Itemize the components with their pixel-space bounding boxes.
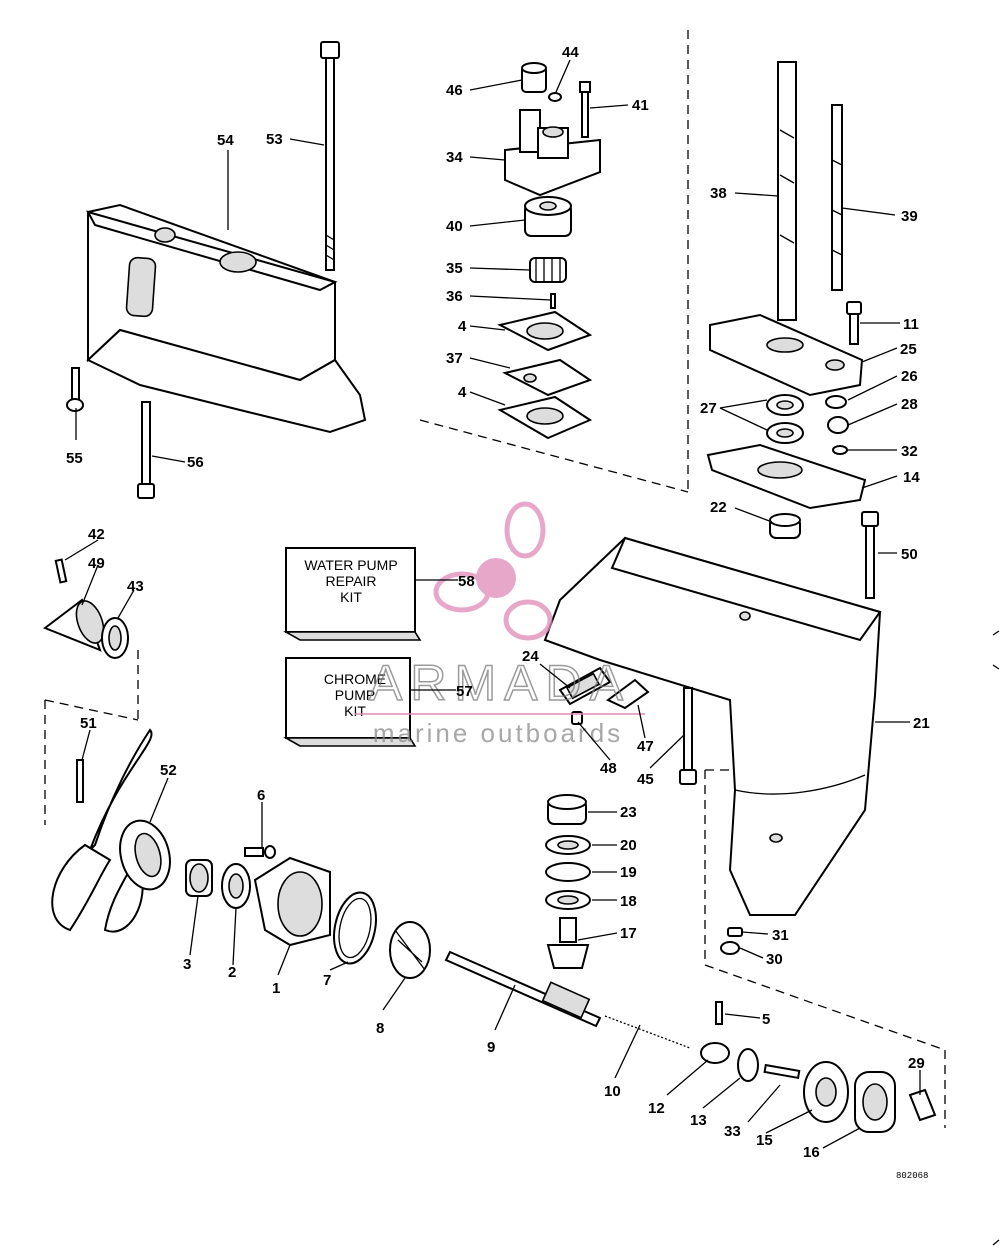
water-pump-stack <box>497 62 601 440</box>
label-19: 19 <box>620 864 637 881</box>
label-37: 37 <box>446 350 463 367</box>
label-36: 36 <box>446 288 463 305</box>
water-pump-repair-kit-box: WATER PUMP REPAIR KIT <box>282 547 422 641</box>
label-44: 44 <box>562 44 579 61</box>
watermark-tagline: marine outboards <box>373 718 623 748</box>
label-48: 48 <box>600 760 617 777</box>
diagram-code: 802068 <box>896 1171 928 1181</box>
label-46: 46 <box>446 82 463 99</box>
bolt-45 <box>679 687 697 785</box>
label-6: 6 <box>257 787 265 804</box>
label-12: 12 <box>648 1100 665 1117</box>
chrome-pump-kit-line-2: PUMP <box>335 687 375 703</box>
label-21: 21 <box>913 715 930 732</box>
label-14: 14 <box>903 469 920 486</box>
label-45: 45 <box>637 771 654 788</box>
label-47: 47 <box>637 738 654 755</box>
label-25: 25 <box>900 341 917 358</box>
label-43: 43 <box>127 578 144 595</box>
label-9: 9 <box>487 1039 495 1056</box>
label-26: 26 <box>901 368 918 385</box>
chrome-pump-kit-box: CHROME PUMP KIT <box>282 657 417 747</box>
propeller-hardware <box>42 558 171 933</box>
pinion-stack <box>545 794 591 969</box>
label-56: 56 <box>187 454 204 471</box>
screw-55 <box>66 367 84 412</box>
label-58: 58 <box>458 573 475 590</box>
drain-screws <box>720 927 743 955</box>
chrome-pump-kit-line-1: CHROME <box>324 671 386 687</box>
drive-shaft-assembly <box>706 61 879 599</box>
label-10: 10 <box>604 1083 621 1100</box>
exhaust-housing <box>85 203 367 434</box>
edge-marks <box>992 630 1000 1246</box>
label-1: 1 <box>272 980 280 997</box>
label-54: 54 <box>217 132 234 149</box>
label-18: 18 <box>620 893 637 910</box>
label-31: 31 <box>772 927 789 944</box>
label-51: 51 <box>80 715 97 732</box>
bolt-56 <box>137 401 155 499</box>
label-11: 11 <box>903 316 919 333</box>
label-24: 24 <box>522 648 539 665</box>
label-17: 17 <box>620 925 637 942</box>
label-20: 20 <box>620 837 637 854</box>
part-labels: 53 54 55 56 46 44 41 34 40 35 36 4 37 4 … <box>66 44 930 1181</box>
water-pump-kit-line-3: KIT <box>340 589 362 605</box>
label-34: 34 <box>446 149 463 166</box>
label-39: 39 <box>901 208 918 225</box>
shift-linkage <box>558 666 650 725</box>
bolt-53 <box>320 41 340 271</box>
chrome-pump-kit-line-3: KIT <box>344 703 366 719</box>
watermark-brand: ARMADA <box>369 655 631 711</box>
label-27: 27 <box>700 400 717 417</box>
water-pump-kit-line-2: REPAIR <box>325 573 376 589</box>
label-8: 8 <box>376 1020 384 1037</box>
propshaft-row <box>185 845 937 1133</box>
label-55: 55 <box>66 450 83 467</box>
label-23: 23 <box>620 804 637 821</box>
label-41: 41 <box>632 97 649 114</box>
label-4a: 4 <box>458 318 467 335</box>
label-49: 49 <box>88 555 105 572</box>
armada-watermark: ARMADA marine outboards <box>355 501 645 748</box>
label-15: 15 <box>756 1132 773 1149</box>
label-2: 2 <box>228 964 236 981</box>
label-32: 32 <box>901 443 918 460</box>
label-52: 52 <box>160 762 177 779</box>
label-38: 38 <box>710 185 727 202</box>
label-40: 40 <box>446 218 463 235</box>
group-borders <box>44 30 946 1128</box>
label-16: 16 <box>803 1144 820 1161</box>
label-22: 22 <box>710 499 727 516</box>
label-4b: 4 <box>458 384 467 401</box>
water-pump-kit-line-1: WATER PUMP <box>304 557 397 573</box>
label-50: 50 <box>901 546 918 563</box>
label-53: 53 <box>266 131 283 148</box>
label-29: 29 <box>908 1055 925 1072</box>
label-30: 30 <box>766 951 783 968</box>
label-35: 35 <box>446 260 463 277</box>
leader-lines <box>64 59 921 1149</box>
label-5: 5 <box>762 1011 770 1028</box>
label-42: 42 <box>88 526 105 543</box>
label-3: 3 <box>183 956 191 973</box>
label-33: 33 <box>724 1123 741 1140</box>
label-7: 7 <box>323 972 331 989</box>
propeller-logo <box>433 501 553 641</box>
label-28: 28 <box>901 396 918 413</box>
gearcase <box>543 536 882 916</box>
label-57: 57 <box>456 683 473 700</box>
label-13: 13 <box>690 1112 707 1129</box>
